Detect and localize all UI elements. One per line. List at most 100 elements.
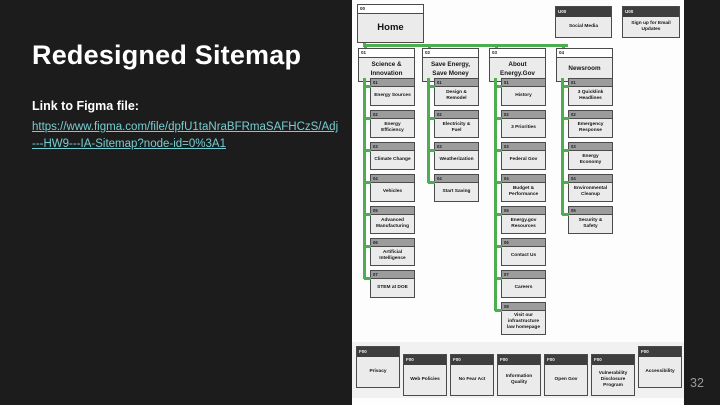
box-label: Science & Innovation (370, 61, 403, 77)
box-label: No Fear Act (458, 376, 486, 382)
box-code: 04 (557, 49, 612, 58)
box-label: Contact Us (510, 252, 537, 258)
connector-line (363, 44, 568, 47)
box-label: Save Energy, Save Money (430, 61, 471, 77)
box-label: Federal Gov (509, 156, 538, 162)
box-label: Privacy (369, 368, 387, 374)
box-code: 02 (371, 111, 414, 119)
box-label: Vulnerability Disclosure Program (598, 370, 628, 389)
page-number: 32 (690, 376, 704, 390)
box-code: 01 (502, 79, 545, 87)
box-label: Advanced Manufacturing (375, 217, 410, 229)
box-label: Budget & Performance (508, 185, 539, 197)
box-label: Climate Change (374, 156, 411, 162)
box-label: Energy Sources (374, 92, 411, 98)
box-code: 04 (502, 175, 545, 183)
box-code: F00 (592, 355, 634, 365)
box-label: Energy Economy (579, 153, 602, 165)
figma-link[interactable]: https://www.figma.com/file/dpfU1taNraBFR… (32, 119, 342, 152)
box-code: 02 (435, 111, 478, 119)
connector-line (494, 78, 497, 311)
box-code: F00 (357, 347, 399, 357)
box-code: 04 (435, 175, 478, 183)
box-code: 00 (358, 5, 423, 14)
box-label: Emergency Response (577, 121, 604, 133)
connector-line (562, 44, 565, 48)
box-code: 06 (371, 239, 414, 247)
box-code: 03 (502, 143, 545, 151)
box-code: 03 (371, 143, 414, 151)
connector-line (364, 44, 367, 48)
box-label: Energy Efficiency (381, 121, 404, 133)
connector-line (495, 44, 498, 48)
box-label: Sign up for Email Updates (631, 20, 671, 32)
box-label: Home (377, 21, 404, 33)
box-code: 08 (502, 303, 545, 311)
box-label: Web Policies (410, 376, 440, 382)
connector-line (428, 44, 431, 48)
box-code: F00 (545, 355, 587, 365)
figma-link-line2: ---HW9---IA-Sitemap?node-id=0%3A1 (32, 137, 226, 150)
box-label: Energy.gov Resources (510, 217, 537, 229)
box-label: Weatherization (439, 156, 474, 162)
box-code: 03 (490, 49, 545, 58)
box-label: Accessibility (645, 368, 675, 374)
box-code: U00 (623, 7, 679, 17)
box-code: 06 (502, 239, 545, 247)
box-label: Careers (514, 284, 533, 290)
box-label: Electricity & Fuel (442, 121, 471, 133)
connector-line (363, 78, 366, 279)
box-label: Open Gov (554, 376, 578, 382)
box-label: About Energy.Gov (500, 61, 535, 77)
connector-line (427, 78, 430, 183)
box-code: F00 (404, 355, 446, 365)
box-label: Vehicles (382, 188, 403, 194)
box-label: Artificial Intelligence (379, 249, 406, 261)
box-code: 01 (435, 79, 478, 87)
box-code: 07 (502, 271, 545, 279)
box-code: 02 (502, 111, 545, 119)
box-code: F00 (639, 347, 681, 357)
box-code: 07 (371, 271, 414, 279)
box-code: U00 (556, 7, 611, 17)
box-label: Environmental Cleanup (573, 185, 608, 197)
figma-link-line1: https://www.figma.com/file/dpfU1taNraBFR… (32, 121, 339, 133)
box-label: Security & Safety (578, 217, 603, 229)
page-title: Redesigned Sitemap (32, 40, 302, 70)
figma-link-label: Link to Figma file: (32, 99, 139, 113)
box-code: 04 (569, 175, 612, 183)
box-label: Information Quality (505, 373, 533, 385)
box-label: Start Saving (442, 188, 471, 194)
box-code: 02 (423, 49, 478, 58)
